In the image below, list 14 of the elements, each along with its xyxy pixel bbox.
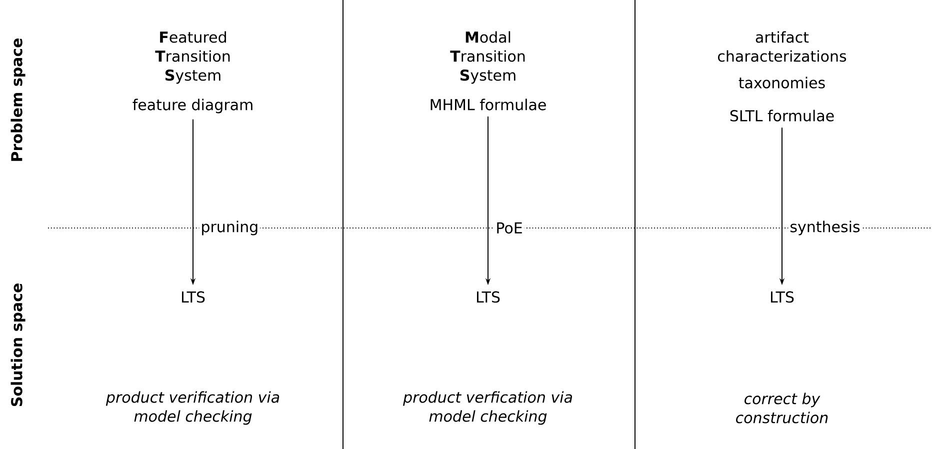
axis-label: Solution space [10, 284, 26, 406]
note-text: product verification via model checking [106, 391, 280, 425]
edge-label: synthesis [788, 219, 862, 237]
note-text: product verfication via model checking [403, 391, 572, 425]
node-label: LTS [182, 291, 205, 303]
edge-label: PoE [494, 220, 524, 236]
node-label: LTS [770, 291, 794, 303]
axis-label: Problem space [10, 38, 26, 161]
text-group: artifact characterizations taxonomies SLTL formulae [718, 31, 846, 122]
note-text: correct by construction [736, 392, 828, 424]
node-label: LTS [477, 291, 500, 303]
text-group: Modal Transition System MHML formulae [430, 31, 546, 110]
text-group: Featured Transition System feature diagram [132, 31, 252, 114]
edge-label: pruning [199, 219, 260, 237]
